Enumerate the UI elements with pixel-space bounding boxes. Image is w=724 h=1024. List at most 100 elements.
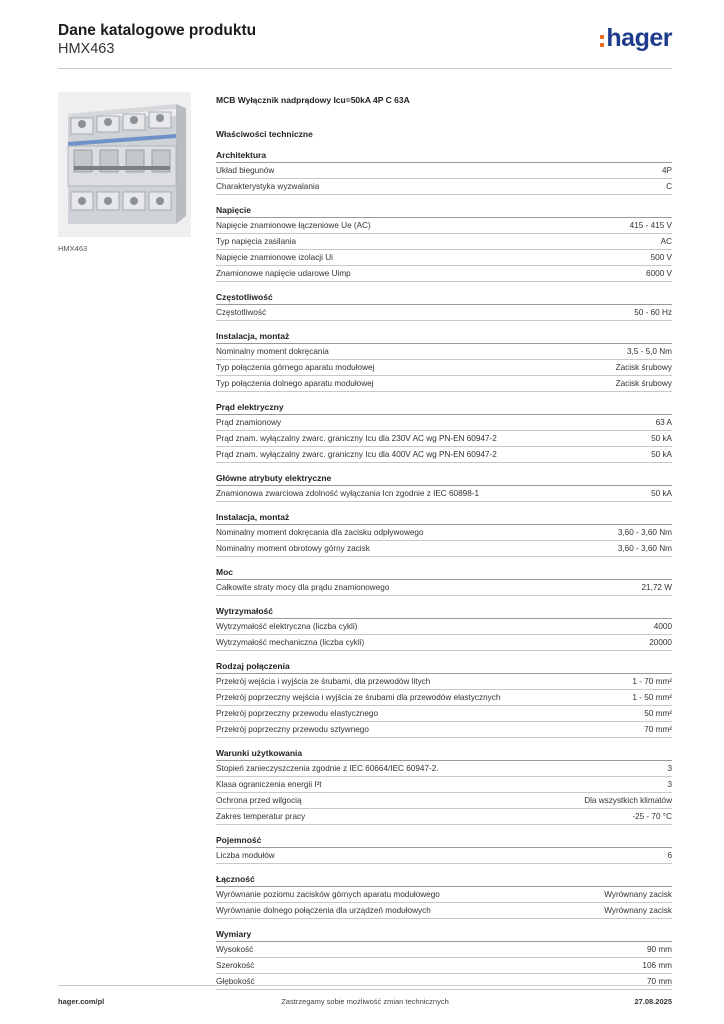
spec-value: 50 mm² [644, 709, 672, 718]
spec-value: 3 [667, 780, 672, 789]
spec-label: Stopień zanieczyszczenia zgodnie z IEC 6… [216, 764, 439, 773]
document-title: Dane katalogowe produktu [58, 22, 257, 39]
logo-text: hager [606, 24, 672, 52]
spec-value: 6000 V [646, 269, 672, 278]
spec-row: Wyrównanie dolnego połączenia dla urządz… [216, 903, 672, 919]
spec-row: Klasa ograniczenia energii I²t 3 [216, 777, 672, 793]
spec-row: Znamionowa zwarciowa zdolność wyłączania… [216, 486, 672, 502]
spec-value: 21,72 W [641, 583, 673, 592]
spec-value: 50 - 60 Hz [634, 308, 672, 317]
spec-label: Znamionowa zwarciowa zdolność wyłączania… [216, 489, 480, 498]
section-title: Częstotliwość [216, 291, 672, 305]
spec-value: 20000 [649, 638, 672, 647]
spec-value: 3,60 - 3,60 Nm [617, 528, 672, 537]
spec-label: Napięcie znamionowe łączeniowe Ue (AC) [216, 221, 371, 230]
spec-label: Wyrównanie dolnego połączenia dla urządz… [216, 906, 431, 915]
spec-label: Napięcie znamionowe izolacji Ui [216, 253, 333, 262]
section-title: Prąd elektryczny [216, 401, 672, 415]
section-title: Wytrzymałość [216, 605, 672, 619]
spec-label: Typ połączenia dolnego aparatu modułowej [216, 379, 374, 388]
logo-mark-icon [600, 35, 605, 47]
spec-label: Wytrzymałość mechaniczna (liczba cykli) [216, 638, 365, 647]
spec-row: Wytrzymałość mechaniczna (liczba cykli) 2… [216, 635, 672, 651]
section-title: Napięcie [216, 204, 672, 218]
spec-row: Nominalny moment dokręcania dla zacisku … [216, 525, 672, 541]
spec-label: Ochrona przed wilgocią [216, 796, 302, 805]
footer-notice: Zastrzegamy sobie możliwość zmian techni… [281, 997, 449, 1006]
spec-row: Prąd znam. wyłączalny zwarc. graniczny I… [216, 431, 672, 447]
spec-label: Wysokość [216, 945, 254, 954]
spec-label: Głębokość [216, 977, 255, 986]
spec-value: 50 kA [651, 450, 672, 459]
spec-row: Wytrzymałość elektryczna (liczba cykli)4… [216, 619, 672, 635]
product-image [58, 92, 191, 237]
spec-value: -25 - 70 °C [632, 812, 672, 821]
spec-label: Nominalny moment dokręcania dla zacisku … [216, 528, 424, 537]
spec-value: 415 - 415 V [629, 221, 672, 230]
page-footer: hager.com/pl Zastrzegamy sobie możliwość… [58, 997, 672, 1009]
product-title: MCB Wyłącznik nadprądowy Icu=50kA 4P C 6… [216, 95, 410, 105]
section-title: Moc [216, 566, 672, 580]
spec-row: Całkowite straty mocy dla prądu znamiono… [216, 580, 672, 596]
spec-value: 50 kA [651, 434, 672, 443]
spec-row: Nominalny moment obrotowy górny zacisk 3,… [216, 541, 672, 557]
spec-value: 1 - 70 mm² [632, 677, 672, 686]
spec-label: Przekrój poprzeczny wejścia i wyjścia ze… [216, 693, 501, 702]
document-header: Dane katalogowe produktu HMX463 hager [58, 22, 672, 68]
section-title: Rodzaj połączenia [216, 660, 672, 674]
section-title: Warunki użytkowania [216, 747, 672, 761]
spec-value: Zacisk śrubowy [615, 363, 672, 372]
spec-content: MCB Wyłącznik nadprądowy Icu=50kA 4P C 6… [216, 94, 672, 990]
spec-label: Prąd znam. wyłączalny zwarc. graniczny I… [216, 450, 497, 459]
spec-row: Ochrona przed wilgocią Dla wszystkich kli… [216, 793, 672, 809]
spec-label: Zakres temperatur pracy [216, 812, 306, 821]
spec-value: Dla wszystkich klimatów [584, 796, 672, 805]
spec-row: Szerokość 106 mm [216, 958, 672, 974]
section-title: Instalacja, montaż [216, 511, 672, 525]
spec-label: Liczba modułów [216, 851, 275, 860]
spec-label: Typ połączenia górnego aparatu modułowej [216, 363, 375, 372]
spec-label: Klasa ograniczenia energii I²t [216, 780, 322, 789]
spec-row: Typ połączenia górnego aparatu modułowej… [216, 360, 672, 376]
spec-value: 3,60 - 3,60 Nm [617, 544, 672, 553]
spec-label: Szerokość [216, 961, 255, 970]
spec-label: Nominalny moment obrotowy górny zacisk [216, 544, 370, 553]
spec-value: 1 - 50 mm² [632, 693, 672, 702]
spec-value: 106 mm [642, 961, 672, 970]
spec-label: Znamionowe napięcie udarowe Uimp [216, 269, 351, 278]
footer-date: 27.08.2025 [634, 997, 672, 1006]
spec-value: Wyrównany zacisk [604, 890, 672, 899]
spec-row: Przekrój poprzeczny przewodu elastyczneg… [216, 706, 672, 722]
spec-value: C [666, 182, 672, 191]
section-title: Pojemność [216, 834, 672, 848]
spec-row: Znamionowe napięcie udarowe Uimp 6000 V [216, 266, 672, 282]
hager-logo: hager [600, 24, 672, 52]
spec-value: AC [660, 237, 672, 246]
spec-label: Całkowite straty mocy dla prądu znamiono… [216, 583, 390, 592]
spec-row: Prąd znam. wyłączalny zwarc. graniczny I… [216, 447, 672, 463]
spec-row: Zakres temperatur pracy -25 - 70 °C [216, 809, 672, 825]
header-divider [58, 68, 672, 69]
section-title: Wymiary [216, 928, 672, 942]
spec-label: Wytrzymałość elektryczna (liczba cykli) [216, 622, 358, 631]
circuit-breaker-illustration [58, 92, 191, 237]
properties-heading: Właściwości techniczne [216, 129, 313, 139]
